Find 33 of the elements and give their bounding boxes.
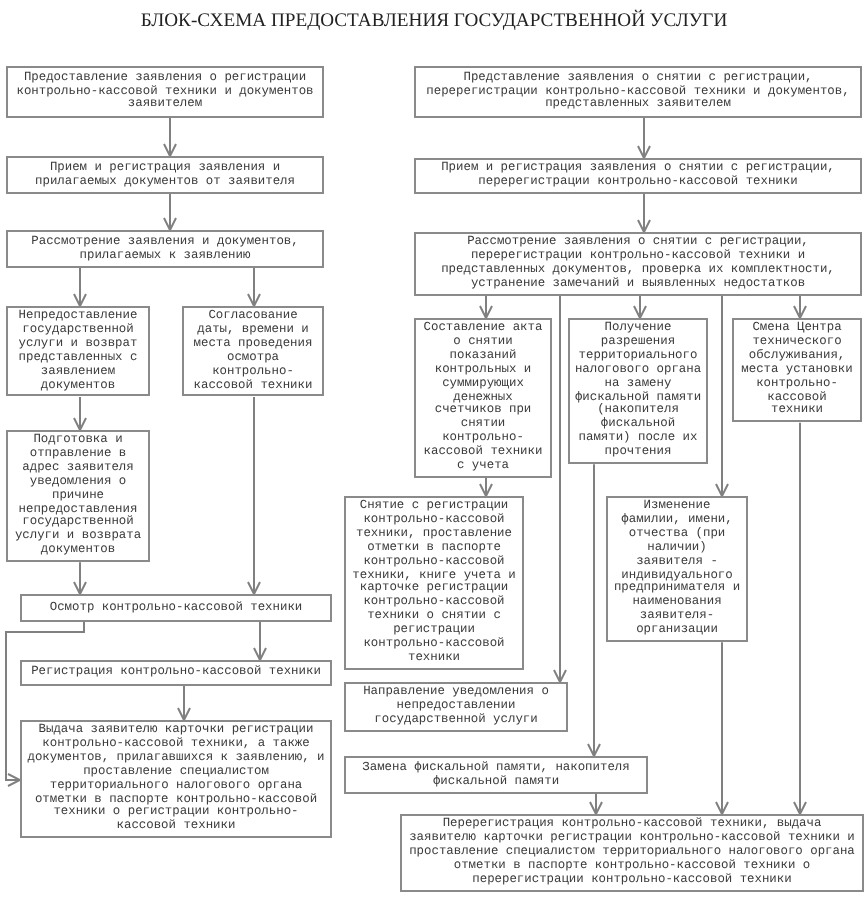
arrow xyxy=(479,295,493,319)
arrow xyxy=(633,295,647,319)
process-box xyxy=(20,660,332,686)
arrow xyxy=(715,295,729,497)
process-box xyxy=(344,682,568,732)
arrow xyxy=(793,295,807,319)
arrow xyxy=(637,193,651,233)
arrow xyxy=(589,793,603,815)
arrow xyxy=(177,685,191,721)
arrow xyxy=(479,476,493,497)
arrow xyxy=(553,295,567,683)
arrow xyxy=(793,421,807,815)
arrow xyxy=(163,193,177,231)
arrow xyxy=(715,641,729,815)
arrow xyxy=(587,463,601,757)
process-box xyxy=(6,66,324,118)
diagram-title: БЛОК-СХЕМА ПРЕДОСТАВЛЕНИЯ ГОСУДАРСТВЕННОЙ УСЛУГИ xyxy=(138,10,730,32)
process-box xyxy=(6,156,324,194)
arrow xyxy=(5,621,85,787)
process-box xyxy=(6,230,324,268)
arrow xyxy=(73,395,87,431)
process-box xyxy=(414,232,862,296)
arrow xyxy=(247,267,261,307)
process-box xyxy=(414,66,862,118)
process-box xyxy=(414,158,862,194)
arrow xyxy=(163,117,177,157)
arrow xyxy=(73,267,87,307)
arrow xyxy=(247,395,261,595)
arrow xyxy=(253,621,267,661)
process-box xyxy=(344,756,648,794)
arrow xyxy=(637,117,651,159)
arrow xyxy=(73,561,87,595)
process-box xyxy=(20,594,332,622)
